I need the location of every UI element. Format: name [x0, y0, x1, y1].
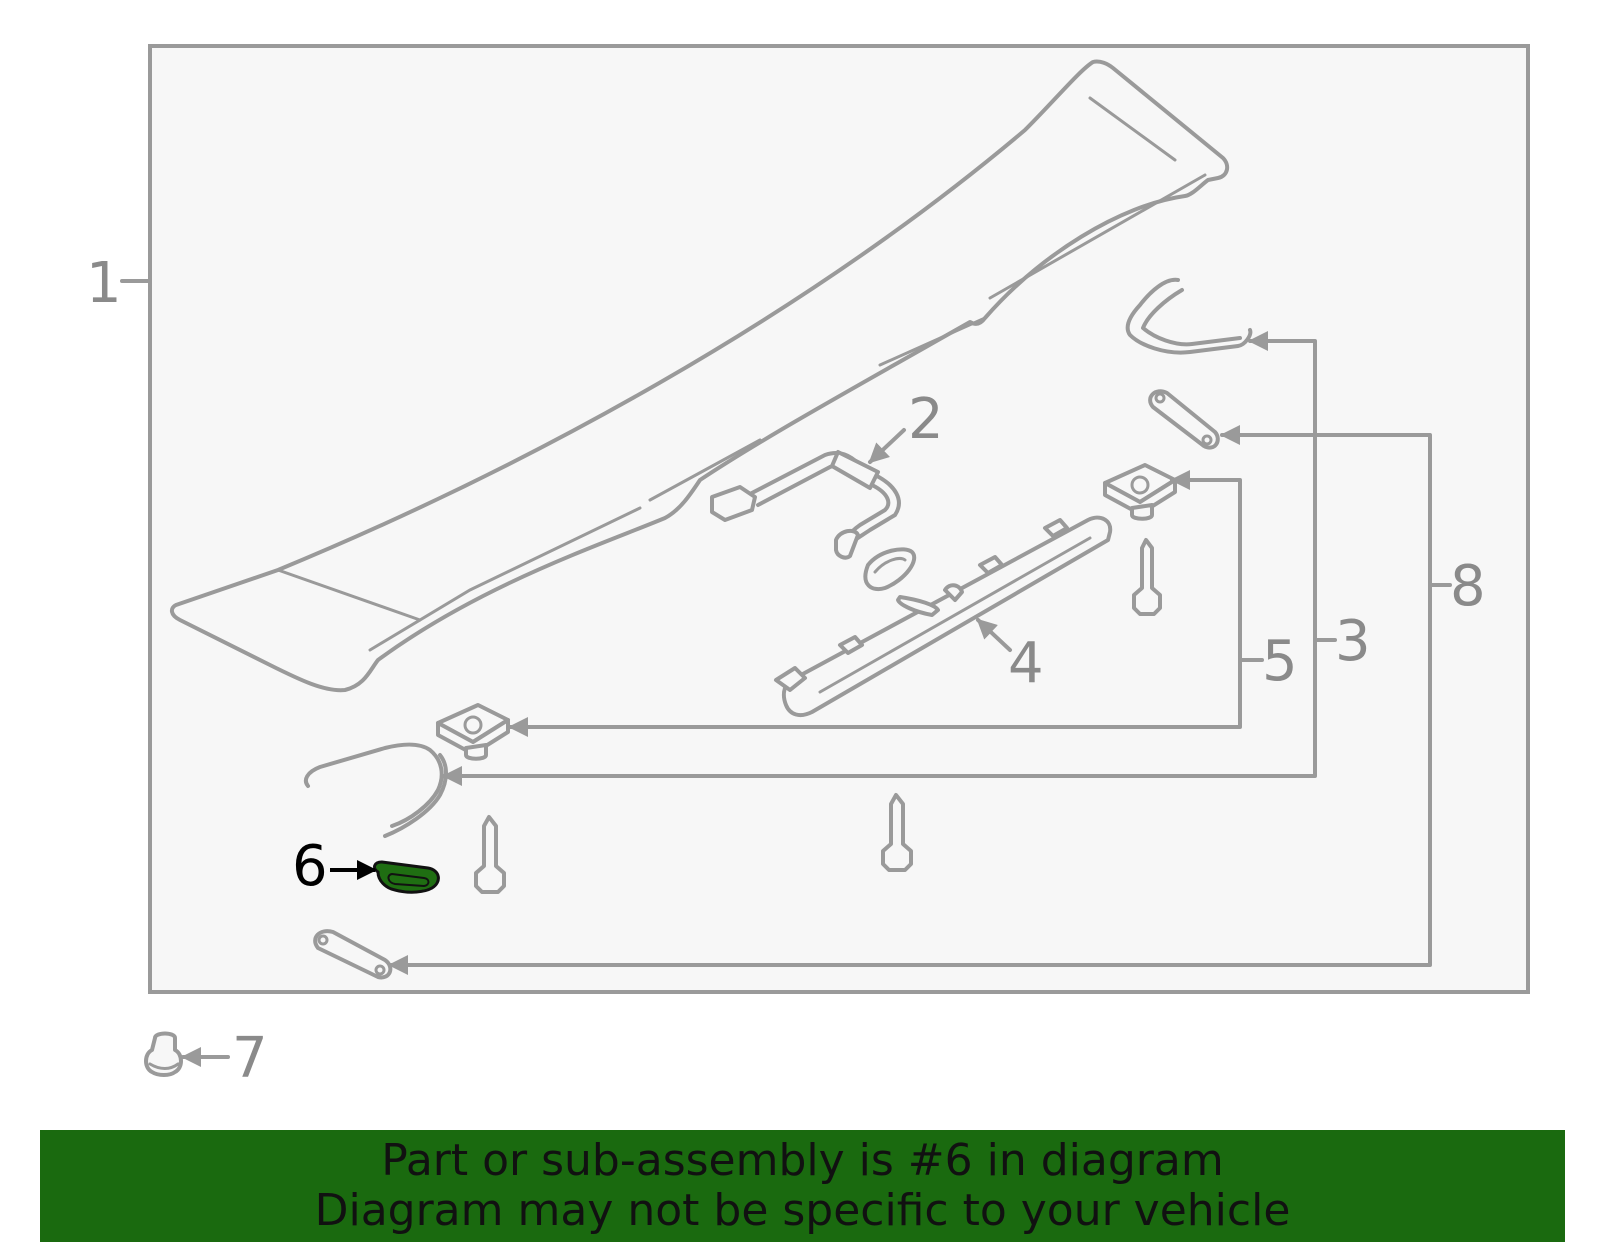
- leader-4: [976, 618, 1012, 652]
- info-banner: Part or sub-assembly is #6 in diagram Di…: [40, 1130, 1565, 1242]
- callout-8: 8: [1450, 554, 1486, 619]
- callout-3: 3: [1335, 609, 1371, 674]
- banner-line-2: Diagram may not be specific to your vehi…: [314, 1185, 1291, 1236]
- wire-harness: [710, 450, 901, 560]
- clip-nut-upper: [1103, 463, 1177, 521]
- callout-6: 6: [292, 834, 328, 899]
- part-7-fastener: [144, 1031, 183, 1077]
- leader-5: [508, 470, 1264, 737]
- callout-2: 2: [908, 387, 944, 452]
- bracket-lower: [303, 742, 444, 828]
- leader-3: [442, 331, 1337, 786]
- leader-8: [388, 425, 1452, 975]
- diagram-frame: [148, 44, 1530, 994]
- callout-5: 5: [1262, 629, 1298, 694]
- leader-2: [868, 428, 906, 464]
- callout-7: 7: [232, 1026, 268, 1091]
- high-mount-stop-lamp: [774, 515, 1113, 718]
- gasket-upper: [1148, 389, 1220, 450]
- callout-1: 1: [86, 251, 122, 316]
- spoiler-body: [169, 59, 1230, 693]
- bracket-upper: [1125, 277, 1253, 355]
- gasket-lower: [313, 929, 393, 980]
- bolt-right: [1132, 538, 1162, 616]
- banner-line-1: Part or sub-assembly is #6 in diagram: [381, 1135, 1224, 1186]
- callout-4: 4: [1008, 631, 1044, 696]
- bolt-left: [474, 815, 506, 894]
- bolt-center: [881, 793, 913, 872]
